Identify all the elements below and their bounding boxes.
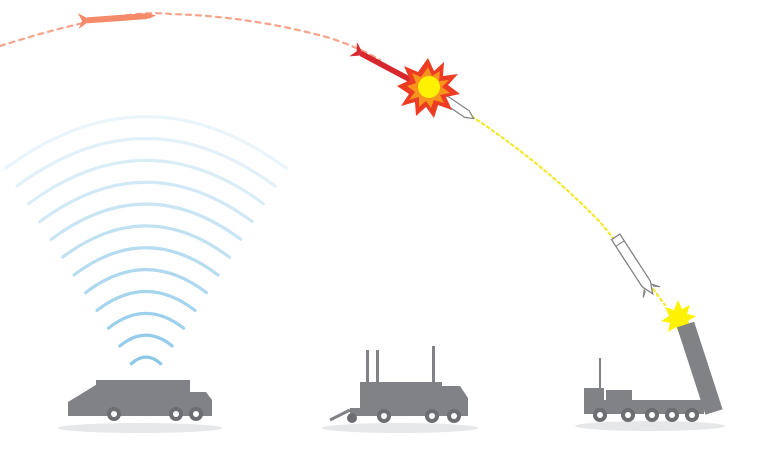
launcher-truck-icon (584, 321, 723, 422)
radar-waves-icon (3, 115, 289, 366)
ground-shadows (58, 421, 725, 433)
radar-wave-arc (26, 158, 266, 206)
radar-wave-arc (72, 246, 220, 277)
radar-wave-arc (129, 355, 163, 366)
radar-truck-icon (68, 380, 212, 421)
launcher-truck-shadow (575, 421, 725, 431)
radar-wave-arc (15, 136, 277, 188)
incoming-missile-icon (77, 12, 156, 29)
explosion-icon (397, 58, 460, 118)
command-truck-icon (329, 346, 468, 423)
launcher-canister (677, 321, 723, 415)
incoming-trajectory-trail (0, 12, 382, 62)
radar-wave-arc (49, 202, 243, 241)
radar-truck-shadow (58, 423, 222, 433)
radar-wave-arc (38, 180, 254, 224)
radar-wave-arc (3, 115, 289, 170)
command-truck-shadow (322, 423, 478, 433)
interceptor-missile-icon (610, 233, 661, 298)
radar-wave-arc (118, 333, 174, 348)
radar-wave-arc (106, 311, 186, 330)
interceptor-trajectory (460, 108, 667, 307)
radar-wave-arc (83, 268, 209, 295)
command-truck-wheel (347, 413, 357, 423)
threat-missile-icon (349, 42, 422, 87)
radar-wave-arc (95, 290, 197, 312)
radar-wave-arc (61, 224, 231, 259)
